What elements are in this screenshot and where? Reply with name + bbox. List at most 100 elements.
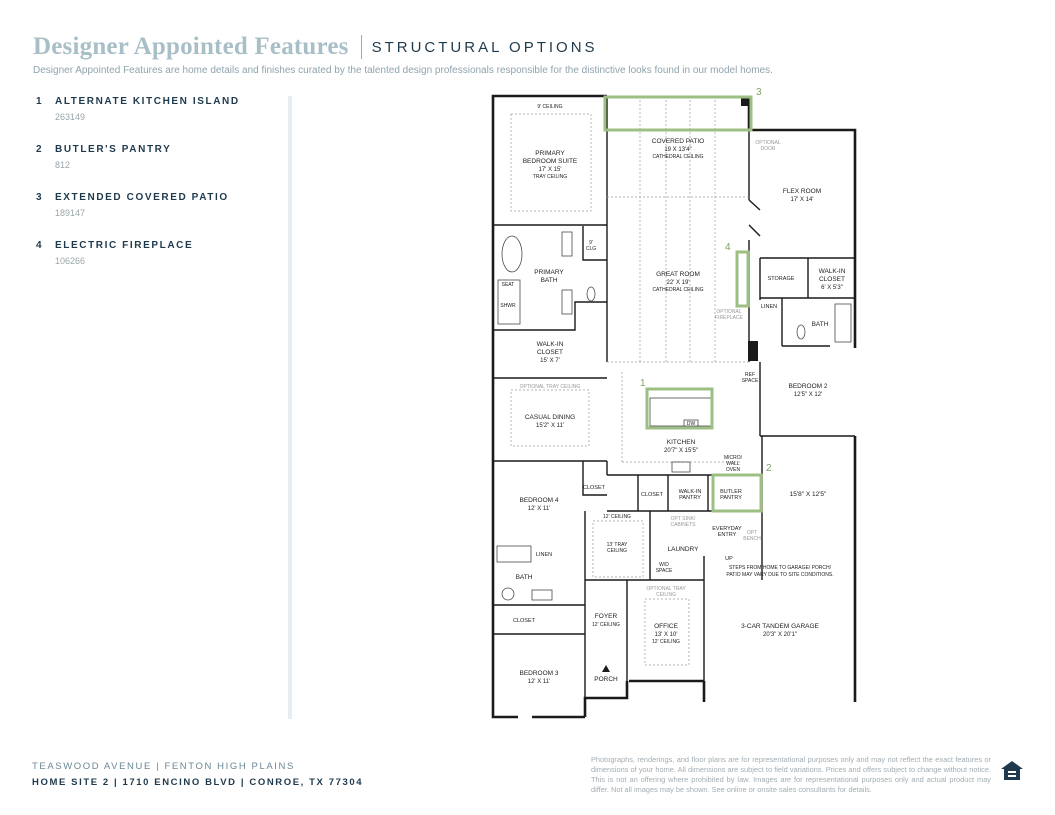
room-dims: 15'2" X 11' — [536, 423, 564, 429]
room-name: KITCHEN — [667, 439, 696, 446]
room-name: LINEN — [761, 304, 777, 310]
option-name: ELECTRIC FIREPLACE — [55, 240, 194, 251]
room-name: WALK-IN — [537, 341, 564, 348]
home-site-address: HOME SITE 2 | 1710 ENCINO BLVD | CONROE,… — [32, 777, 364, 788]
room-dims: 15'8" X 12'5" — [790, 491, 827, 498]
optional-sink-label: OPT SINK/ — [671, 516, 696, 522]
room-dims: 12'5" X 12' — [794, 392, 822, 398]
legal-disclaimer: Photographs, renderings, and floor plans… — [591, 755, 991, 794]
room-name: PRIMARY — [534, 269, 564, 276]
room-name: BEDROOM 4 — [519, 497, 558, 504]
option-highlights — [603, 95, 763, 513]
room-name: PRIMARY — [535, 150, 565, 157]
option-number: 1 — [36, 96, 44, 107]
vertical-divider — [288, 96, 292, 719]
room-name: FOYER — [595, 613, 618, 620]
option-name: EXTENDED COVERED PATIO — [55, 192, 229, 203]
room-name: CLOSET — [513, 618, 536, 624]
room-name: EVERYDAY — [712, 526, 742, 532]
option-code: 263149 — [55, 112, 86, 122]
appliance-label: OVEN — [726, 467, 741, 473]
room-name: BUTLER — [720, 489, 742, 495]
ceiling-outlines — [510, 96, 749, 666]
room-name: CLOSET — [583, 485, 606, 491]
room-dims: 22' X 19' — [667, 280, 690, 286]
option-number: 3 — [36, 192, 44, 203]
room-dims: 20'3" X 20'1" — [763, 632, 797, 638]
highlight-butler-pantry — [711, 473, 763, 513]
room-name: 3-CAR TANDEM GARAGE — [741, 623, 819, 630]
fixture-label: SEAT — [502, 282, 515, 288]
room-name: WALK-IN — [819, 268, 846, 275]
room-note: TRAY CEILING — [533, 174, 567, 180]
room-name: W/D — [659, 562, 669, 568]
room-name: BATH — [812, 321, 829, 328]
ref-space-label: SPACE — [742, 378, 759, 384]
optional-door-label: DOOR — [761, 146, 776, 152]
stairs-label: UP — [725, 556, 733, 562]
highlight-extended-patio — [603, 95, 753, 132]
room-name: CLOSET — [641, 492, 664, 498]
room-note: CATHEDRAL CEILING — [652, 287, 703, 293]
room-name: BEDROOM 3 — [519, 670, 558, 677]
ceiling-note: 9' CEILING — [537, 104, 562, 110]
page-title: Designer Appointed Features — [33, 33, 349, 60]
ref-space-label: REF — [745, 372, 755, 378]
callout-number: 1 — [640, 378, 646, 389]
optional-door-label: OPTIONAL — [755, 140, 781, 146]
steps-note: STEPS FROM HOME TO GARAGE/ PORCH/ — [729, 565, 832, 571]
title-divider — [360, 35, 362, 59]
room-note: 12' CEILING — [652, 639, 680, 645]
fixture-label: SHWR — [500, 303, 516, 309]
steps-note: PATIO MAY VARY DUE TO SITE CONDITIONS. — [726, 572, 833, 578]
room-name: PANTRY — [679, 495, 701, 501]
room-dims: 17' X 14' — [791, 197, 814, 203]
room-name: OFFICE — [654, 623, 678, 630]
room-name: FLEX ROOM — [783, 188, 821, 195]
community-info: TEASWOOD AVENUE | FENTON HIGH PLAINS HOM… — [32, 759, 363, 791]
room-name: BEDROOM SUITE — [523, 158, 578, 165]
callout-number: 2 — [766, 463, 772, 474]
ceiling-note: 12' CEILING — [603, 514, 631, 520]
optional-tray-label: OPTIONAL TRAY — [646, 586, 686, 592]
option-number: 4 — [36, 240, 44, 251]
room-name: STORAGE — [768, 276, 795, 282]
room-name: CLOSET — [819, 276, 845, 283]
fixtures — [496, 231, 852, 601]
room-dims: 13' X 10' — [655, 632, 678, 638]
optional-bench-label: OPT — [747, 530, 757, 536]
room-dims: 12' X 11' — [528, 506, 551, 512]
optional-fireplace-label: OPTIONAL — [716, 309, 742, 315]
room-labels: COVERED PATIO 19 X 13'4" CATHEDRAL CEILI… — [500, 104, 845, 685]
room-dims: 17' X 15' — [539, 167, 562, 173]
room-dims: 15' X 7' — [540, 358, 560, 364]
room-name: LAUNDRY — [668, 546, 700, 553]
fixture-label: DW — [687, 421, 696, 427]
highlight-kitchen-island — [645, 387, 714, 430]
floor-plan: 3 4 1 2 COVERED PATIO 19 X 13'4" CATHEDR… — [491, 88, 857, 719]
option-name: ALTERNATE KITCHEN ISLAND — [55, 96, 240, 107]
room-name: PORCH — [594, 676, 618, 683]
optional-tray-label: OPTIONAL TRAY CEILING — [520, 384, 581, 390]
callout-number: 3 — [756, 88, 762, 98]
room-name: CLOSET — [537, 349, 563, 356]
structural-options-list: 1 ALTERNATE KITCHEN ISLAND 263149 2 BUTLER… — [36, 96, 276, 288]
option-name: BUTLER'S PANTRY — [55, 144, 172, 155]
appliance-label: WALL — [726, 461, 740, 467]
room-name: LINEN — [536, 552, 552, 558]
equal-housing-icon — [1001, 761, 1023, 780]
room-note: CATHEDRAL CEILING — [652, 154, 703, 160]
ceiling-note: 9' — [589, 240, 593, 246]
optional-sink-label: CABINETS — [670, 522, 696, 528]
page-header: Designer Appointed Features STRUCTURAL O… — [33, 33, 1023, 76]
room-dims: 12' X 11' — [528, 679, 551, 685]
option-number: 2 — [36, 144, 44, 155]
room-name: SPACE — [656, 568, 673, 574]
room-dims: 6' X 5'3" — [821, 285, 843, 291]
dark-column — [748, 341, 758, 361]
room-name: COVERED PATIO — [652, 138, 705, 145]
ceiling-note: CLG — [586, 246, 596, 252]
